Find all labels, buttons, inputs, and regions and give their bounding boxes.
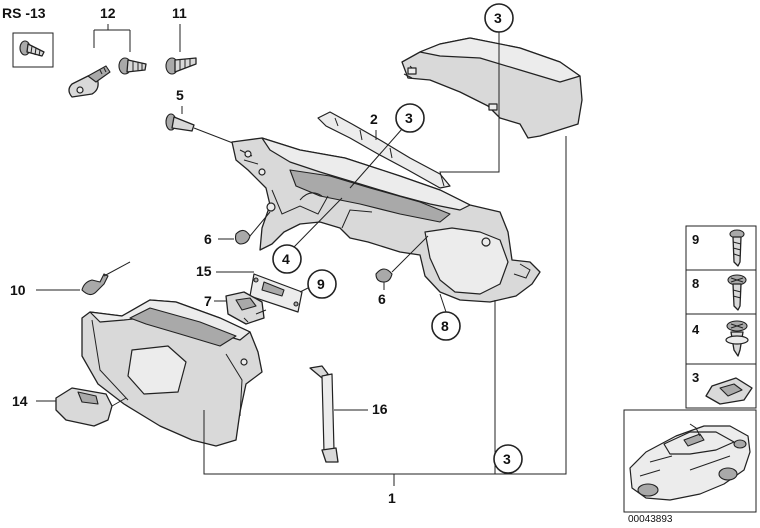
label-14: 14 [12,393,28,409]
lock-7-icon [225,291,267,325]
callout-3-mid [395,103,425,133]
glove-box-compartment [81,299,263,447]
key-icon [68,65,111,98]
label-12: 12 [100,5,116,21]
legend: 9 8 4 3 [685,225,757,409]
plug-6-left-icon [234,211,271,245]
reference-number: 00043893 [628,514,673,525]
leader-3-top [439,32,500,187]
lock-cylinder-screw-icon [118,57,147,75]
label-rs-13: RS -13 [2,5,46,21]
label-11: 11 [172,5,187,21]
legend-label-3: 3 [692,370,699,385]
plug-6-right-icon [375,235,429,283]
glove-box-housing [231,137,541,303]
label-3-mid: 3 [405,110,413,126]
label-10: 10 [10,282,26,298]
legend-screw-4-icon [725,320,749,357]
damper-strap-16 [309,365,339,463]
label-9: 9 [317,276,325,292]
handle-14-icon [55,387,127,427]
label-2: 2 [370,111,378,127]
label-1: 1 [388,490,396,506]
legend-clip-3-icon [705,377,753,405]
label-3-right: 3 [503,451,511,467]
label-5: 5 [176,87,184,103]
legend-label-9: 9 [692,232,699,247]
bolt-5-icon [165,113,239,146]
callout-3-right [493,444,523,474]
label-6-left: 6 [204,231,212,247]
leader-12 [93,24,131,52]
label-16: 16 [372,401,388,417]
striker-plate-15 [249,273,303,313]
leader-8 [439,293,447,313]
label-15: 15 [196,263,212,279]
leader-3-mid [349,128,403,189]
legend-screw-8-icon [727,274,747,311]
screw-11-icon [165,57,197,75]
cover-lid [401,37,583,139]
legend-label-8: 8 [692,276,699,291]
leader-9 [299,287,309,293]
label-8: 8 [441,318,449,334]
leader-4 [293,197,343,248]
label-6-right: 6 [378,291,386,307]
leader-1 [203,136,567,486]
car-location-thumbnail [623,409,757,513]
glove-box-location-marker [683,433,705,447]
legend-label-4: 4 [692,322,700,337]
callout-4 [272,244,302,274]
label-3-top: 3 [494,10,502,26]
callout-9 [307,269,337,299]
pin-10-icon [81,261,131,296]
legend-screw-9-icon [729,229,745,267]
rs-13-screw-icon [19,40,45,57]
label-4: 4 [282,251,290,267]
label-7: 7 [204,293,212,309]
